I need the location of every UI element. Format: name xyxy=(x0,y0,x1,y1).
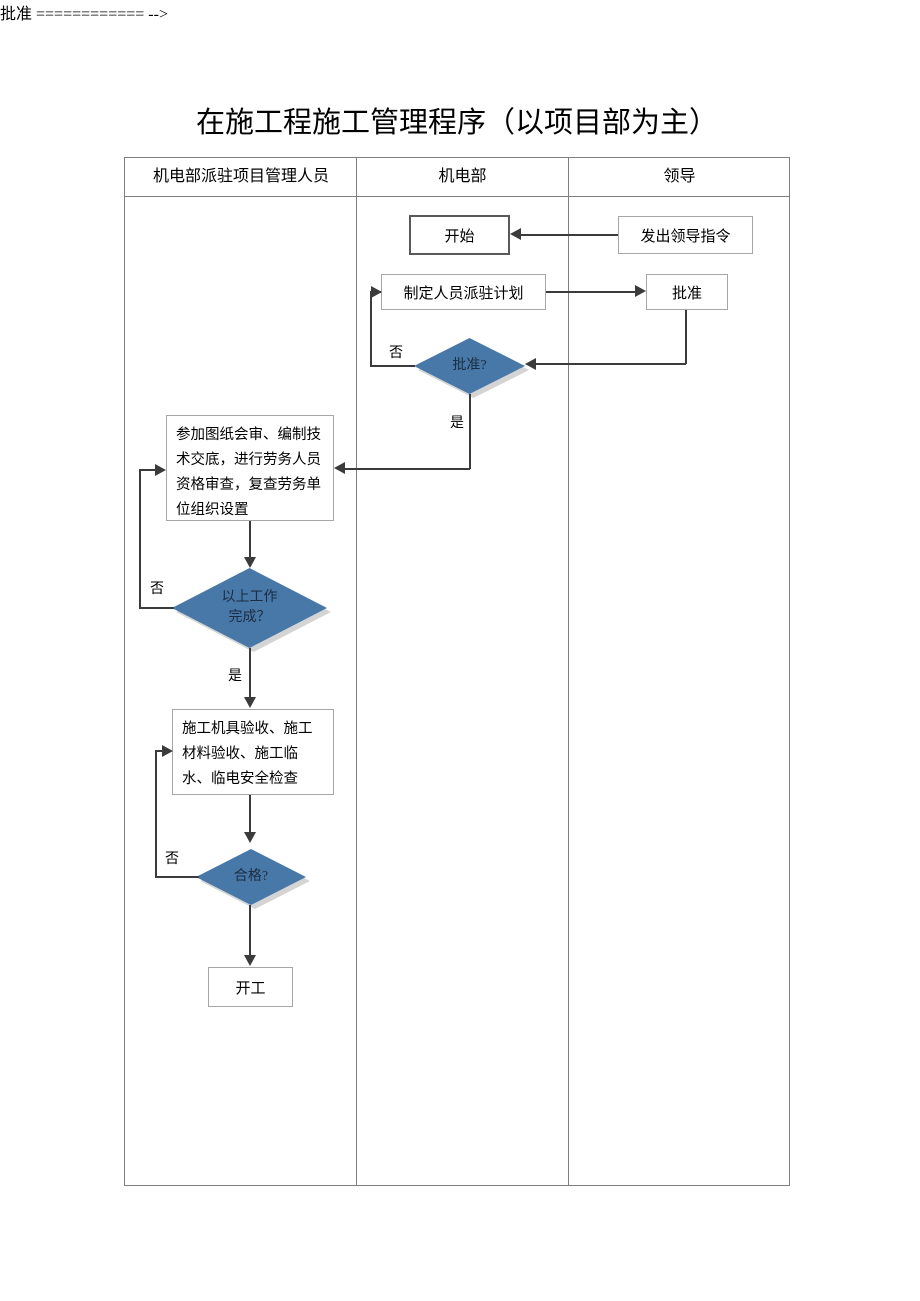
decision-label-line2: 完成？ xyxy=(228,610,271,625)
lane-header-mechanical-dispatch-staff: 机电部派驻项目管理人员 xyxy=(152,168,329,185)
arrowhead-approved-yes xyxy=(334,462,345,474)
arrowhead-approve-to-decision xyxy=(525,358,536,370)
page-title: 在施工程施工管理程序（以项目部为主） xyxy=(195,107,718,139)
arrowhead-qualified-to-begin xyxy=(244,955,256,966)
edge-label-done-yes: 是 xyxy=(228,669,242,684)
edge-done-no-up xyxy=(139,470,141,608)
node-qualified-decision[interactable]: 合格? xyxy=(196,849,310,909)
edge-label-approved-yes: 是 xyxy=(450,416,464,431)
arrowhead-review-to-done xyxy=(244,557,256,568)
node-drawing-review[interactable]: 参加图纸会审、编制技术交底，进行劳务人员资格审查，复查劳务单位组织设置 xyxy=(166,415,334,521)
edge-approve-down xyxy=(685,310,687,364)
edge-qualified-no-right xyxy=(155,750,163,752)
swimlane-table: 机电部派驻项目管理人员 机电部 领导 xyxy=(124,157,790,1186)
edge-done-no-left xyxy=(139,607,174,609)
edge-qualified-no-left xyxy=(155,876,199,878)
edge-label-done-no: 否 xyxy=(150,582,164,597)
arrowhead-order-to-start xyxy=(510,228,521,240)
node-work-done-decision-label: 以上工作 完成？ xyxy=(172,568,327,648)
node-approved-decision[interactable]: 批准? xyxy=(414,338,529,398)
node-issue-leadership-order[interactable]: 发出领导指令 xyxy=(618,216,753,254)
node-start[interactable]: 开始 xyxy=(409,215,510,255)
lane-header-mechanical-department: 机电部 xyxy=(438,168,487,185)
edge-approved-yes-left xyxy=(345,468,470,470)
arrowhead-done-yes xyxy=(244,697,256,708)
arrowhead-approved-no xyxy=(371,286,382,298)
node-equipment-inspection[interactable]: 施工机具验收、施工材料验收、施工临水、临电安全检查 xyxy=(172,709,334,795)
edge-qualified-no-up xyxy=(155,751,157,877)
edge-label-approved-no: 否 xyxy=(389,346,403,361)
arrowhead-inspect-to-qualified xyxy=(244,832,256,843)
lane-divider-1 xyxy=(356,158,357,1185)
edge-approved-yes-down xyxy=(469,394,471,469)
edge-approve-to-decision xyxy=(536,363,686,365)
edge-plan-to-approve xyxy=(546,291,635,293)
header-rule xyxy=(125,196,789,197)
node-make-dispatch-plan[interactable]: 制定人员派驻计划 xyxy=(381,274,546,310)
arrowhead-qualified-no xyxy=(162,745,173,757)
edge-approved-no-left xyxy=(370,365,415,367)
node-begin-construction[interactable]: 开工 xyxy=(208,967,293,1007)
lane-divider-2 xyxy=(568,158,569,1185)
node-work-done-decision[interactable]: 以上工作 完成？ xyxy=(172,568,331,652)
edge-done-yes-down xyxy=(249,648,251,702)
lane-header-leadership: 领导 xyxy=(663,168,696,185)
edge-label-qualified-no: 否 xyxy=(165,852,179,867)
decision-label-line1: 以上工作 xyxy=(221,590,278,605)
node-approved-decision-label: 批准? xyxy=(452,358,487,373)
edge-inspect-to-qualified xyxy=(249,795,251,839)
arrowhead-plan-to-approve xyxy=(635,285,646,297)
node-qualified-decision-label: 合格? xyxy=(233,869,269,884)
arrowhead-done-no xyxy=(155,464,166,476)
edge-order-to-start xyxy=(521,234,618,236)
edge-done-no-right xyxy=(139,469,156,471)
node-approve[interactable]: 批准 xyxy=(646,274,728,310)
edge-review-to-done xyxy=(249,521,251,564)
edge-qualified-to-begin xyxy=(249,905,251,961)
edge-approved-no-up xyxy=(370,292,372,366)
